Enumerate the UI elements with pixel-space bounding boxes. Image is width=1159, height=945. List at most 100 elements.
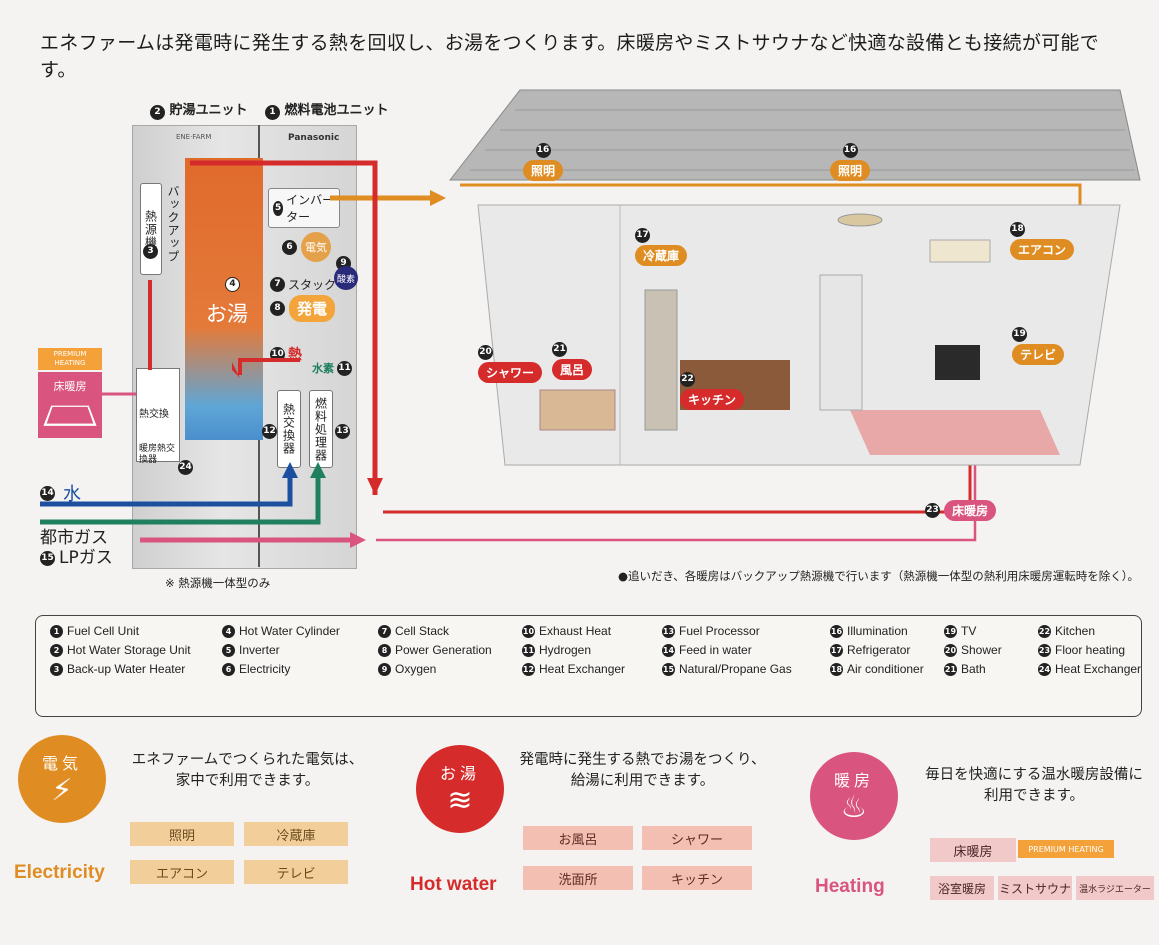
legend-label: Back-up Water Heater (67, 662, 186, 676)
tag-refrigerator: 17 冷蔵庫 (635, 228, 688, 266)
tag-bath: 21 風呂 (552, 342, 593, 380)
hotwater-feature-desc: 発電時に発生する熱でお湯をつくり、 給湯に利用できます。 (519, 752, 766, 789)
electricity-item-refrigerator: 冷蔵庫 (244, 822, 348, 846)
tag-shower: 20 シャワー (478, 345, 543, 383)
legend-label: Fuel Processor (679, 624, 760, 638)
hotwater-item-kitchen: キッチン (642, 866, 752, 890)
electricity-feature-desc: エネファームでつくられた電気は、 家中で利用できます。 (131, 752, 364, 789)
tag-floor-heating: 23 床暖房 (925, 500, 997, 521)
steam-icon: ≋ (447, 783, 473, 818)
fuel-processor-number: 13 (335, 418, 350, 439)
legend-number: 23 (1038, 643, 1051, 657)
hot-water-tank (185, 158, 263, 440)
legend-number: 18 (830, 662, 843, 676)
backup-number: 3 (143, 238, 158, 259)
house-roof (448, 89, 1141, 181)
legend-number: 7 (378, 624, 391, 638)
legend-label: Kitchen (1055, 624, 1096, 638)
tank-number: 4 (225, 275, 240, 292)
legend-label: Natural/Propane Gas (679, 662, 792, 676)
air-conditioner (929, 239, 991, 263)
power-generation-badge: 発電 (289, 295, 336, 322)
tag-kitchen: 22 キッチン (680, 372, 745, 410)
refrigerator (644, 289, 678, 431)
legend-item: 22 Kitchen (1038, 624, 1148, 638)
legend-label: Air conditioner (847, 662, 924, 676)
heating-feature-icon: 暖房 ♨ (810, 752, 898, 840)
heating-exchanger-number: 24 (178, 454, 193, 475)
tag-illumination-a: 16 照明 (523, 143, 564, 181)
legend-number: 21 (944, 662, 957, 676)
legend-label: Illumination (847, 624, 908, 638)
legend-number: 13 (662, 624, 675, 638)
legend-label: Cell Stack (395, 624, 450, 638)
legend-label: Hot Water Cylinder (239, 624, 340, 638)
hot-water-line (190, 160, 378, 495)
legend-label: Feed in water (679, 643, 752, 657)
electricity-item-aircon: エアコン (130, 860, 234, 884)
pipe-diagram (40, 89, 1141, 548)
electricity-node: 6 電気 (282, 232, 331, 262)
legend-number: 8 (378, 643, 391, 657)
hotwater-item-bath: お風呂 (523, 826, 633, 850)
heat-exchange-unit (136, 368, 180, 462)
heating-item-floor: 床暖房 (930, 838, 1016, 862)
hydrogen-node: 水素 11 (312, 360, 352, 376)
electricity-feature-title: Electricity (14, 862, 105, 883)
door (819, 274, 863, 411)
heating-feature-desc: 毎日を快適にする温水暖房設備に 利用できます。 (925, 767, 1143, 804)
hotwater-feature-title: Hot water (410, 874, 497, 895)
hotwater-item-washroom: 洗面所 (523, 866, 633, 890)
premium-heating-badge: PREMIUM HEATING (38, 348, 102, 370)
legend-label: Refrigerator (847, 643, 911, 657)
flame-icon: ♨ (840, 790, 868, 825)
legend-item: 8 Power Generation (378, 643, 518, 657)
page-title: エネファームは発電時に発生する熱を回収し、お湯をつくります。床暖房やミストサウナ… (40, 32, 1100, 81)
tag-illumination-b: 16 照明 (830, 143, 871, 181)
legend-label: Heat Exchanger (1055, 662, 1142, 676)
legend-number: 16 (830, 624, 843, 638)
gas-input-label: 都市ガス 15 LPガス (40, 528, 113, 568)
legend-item: 21 Bath (944, 662, 1034, 676)
hotwater-feature-icon: お湯 ≋ (416, 745, 504, 833)
legend-item: 13 Fuel Processor (662, 624, 826, 638)
legend-label: Hot Water Storage Unit (67, 643, 191, 657)
legend-label: Bath (961, 662, 986, 676)
legend-number: 5 (222, 643, 235, 657)
water-input-label: 14 水 (40, 484, 81, 505)
heat-return-line (238, 358, 300, 375)
legend-number: 17 (830, 643, 843, 657)
water-arrow-icon (282, 462, 298, 478)
fuel-processor-box: 燃料処理器 (309, 390, 333, 468)
floor-heating-icon: 床暖房 (38, 372, 102, 438)
bathtub (539, 389, 616, 431)
legend-number: 12 (522, 662, 535, 676)
legend-number: 22 (1038, 624, 1051, 638)
electricity-item-tv: テレビ (244, 860, 348, 884)
legend-number: 24 (1038, 662, 1051, 676)
floor-heating-arrow-icon (350, 532, 366, 548)
legend-item: 17 Refrigerator (830, 643, 940, 657)
enefarm-logo: ENE·FARM (176, 133, 212, 141)
stack-label: 7 スタック (270, 276, 336, 293)
heat-exchanger-box: 熱交換器 (277, 390, 301, 468)
electricity-circle: 電気 (301, 232, 331, 262)
legend-label: Power Generation (395, 643, 492, 657)
tank-label: お湯 (206, 302, 248, 326)
legend-item: 7 Cell Stack (378, 624, 518, 638)
hot-water-arrow-icon (367, 478, 383, 495)
footnote-right: ●追いだき、各暖房はバックアップ熱源機で行います（熱源機一体型の熱利用床暖房運転… (618, 569, 1139, 583)
backup-label: バックアップ (166, 185, 180, 263)
